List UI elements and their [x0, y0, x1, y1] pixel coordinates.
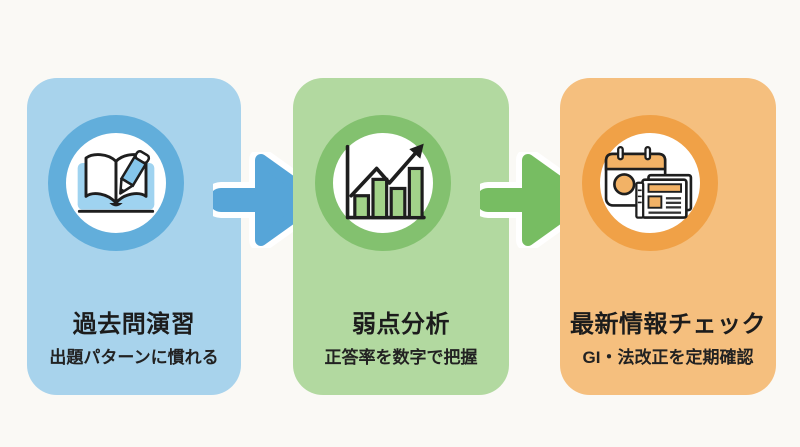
open-book-pencil-icon [77, 150, 155, 213]
step-title: 最新情報チェック [570, 311, 766, 338]
icon-circle [315, 115, 451, 251]
step-text: 過去問演習 出題パターンに慣れる [27, 311, 241, 368]
pencil-icon [119, 150, 151, 195]
flow-arrow-right-2 [480, 152, 592, 248]
icon-circle [582, 115, 718, 251]
step-card-latest-info-check: 最新情報チェック GI・法改正を定期確認 [560, 78, 776, 395]
step-text: 弱点分析 正答率を数字で把握 [293, 311, 509, 368]
step-subtitle: GI・法改正を定期確認 [582, 348, 754, 367]
bar-chart-growth-icon [345, 143, 426, 220]
flow-arrow-right-1 [213, 152, 325, 248]
step-subtitle: 出題パターンに慣れる [49, 348, 219, 367]
icon-circle [48, 115, 184, 251]
step-title: 過去問演習 [72, 311, 196, 338]
step-subtitle: 正答率を数字で把握 [324, 348, 478, 367]
step-card-weakness-analysis: 弱点分析 正答率を数字で把握 [293, 78, 509, 395]
step-card-past-question-practice: 過去問演習 出題パターンに慣れる [27, 78, 241, 395]
newspaper-icon [635, 173, 693, 219]
step-text: 最新情報チェック GI・法改正を定期確認 [560, 311, 776, 368]
step-title: 弱点分析 [352, 311, 450, 338]
calendar-newspaper-icon [604, 145, 693, 219]
